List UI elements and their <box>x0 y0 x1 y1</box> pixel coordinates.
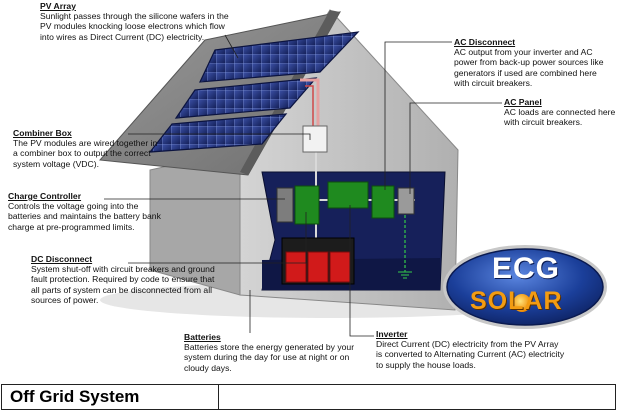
logo-line2: SOLAR <box>470 287 563 315</box>
sun-icon <box>513 294 531 312</box>
callout-text: Batteries store the energy generated by … <box>184 342 355 373</box>
callout-text: AC loads are connected here with circuit… <box>504 107 616 128</box>
leader-lines <box>104 34 502 337</box>
footer-title: Off Grid System <box>2 385 219 409</box>
callout-text: Sunlight passes through the silicone waf… <box>40 11 229 42</box>
house-diagram <box>98 9 607 337</box>
battery-3 <box>329 251 351 283</box>
callout-title: PV Array <box>40 1 76 11</box>
callout-text: The PV modules are wired together in a c… <box>13 138 158 169</box>
callout-text: Direct Current (DC) electricity from the… <box>376 339 565 370</box>
pv-wiring <box>300 78 320 126</box>
footer-bar: Off Grid System <box>1 384 616 410</box>
pv-panel-lower <box>148 113 288 153</box>
pv-wiring-2 <box>305 85 314 126</box>
pv-panel-middle <box>174 77 318 119</box>
callout-title: Charge Controller <box>8 191 82 201</box>
callout-title: DC Disconnect <box>31 254 93 264</box>
callout-text: Controls the voltage going into the batt… <box>8 201 161 232</box>
ac-panel-unit <box>397 187 415 215</box>
callout-inverter: Inverter Direct Current (DC) electricity… <box>376 329 566 370</box>
pv-panel-upper <box>199 31 360 83</box>
callout-title: Inverter <box>376 329 408 339</box>
callout-title: AC Panel <box>504 97 542 107</box>
callout-ac-disconnect: AC Disconnect AC output from your invert… <box>454 37 614 88</box>
footer-blank <box>219 385 615 409</box>
battery-1 <box>285 251 307 283</box>
callout-charge-controller: Charge Controller Controls the voltage g… <box>8 191 168 232</box>
callout-combiner-box: Combiner Box The PV modules are wired to… <box>13 128 158 169</box>
callout-batteries: Batteries Batteries store the energy gen… <box>184 332 356 373</box>
ac-disconnect-unit <box>371 185 395 219</box>
charge-controller-unit <box>276 187 294 223</box>
callout-text: AC output from your inverter and AC powe… <box>454 47 604 88</box>
callout-pv-array: PV Array Sunlight passes through the sil… <box>40 1 240 42</box>
callout-text: System shut-off with circuit breakers an… <box>31 264 215 305</box>
logo-line1: ECG <box>492 252 561 285</box>
callout-ac-panel: AC Panel AC loads are connected here wit… <box>504 97 616 128</box>
ground-rod <box>398 271 412 279</box>
ecg-solar-logo <box>443 245 607 329</box>
callout-title: AC Disconnect <box>454 37 516 47</box>
callout-title: Batteries <box>184 332 221 342</box>
dc-disconnect-unit <box>294 185 320 225</box>
callout-dc-disconnect: DC Disconnect System shut-off with circu… <box>31 254 221 305</box>
combiner-box <box>302 125 328 153</box>
battery-2 <box>307 251 329 283</box>
callout-title: Combiner Box <box>13 128 72 138</box>
inverter-unit <box>327 181 369 209</box>
